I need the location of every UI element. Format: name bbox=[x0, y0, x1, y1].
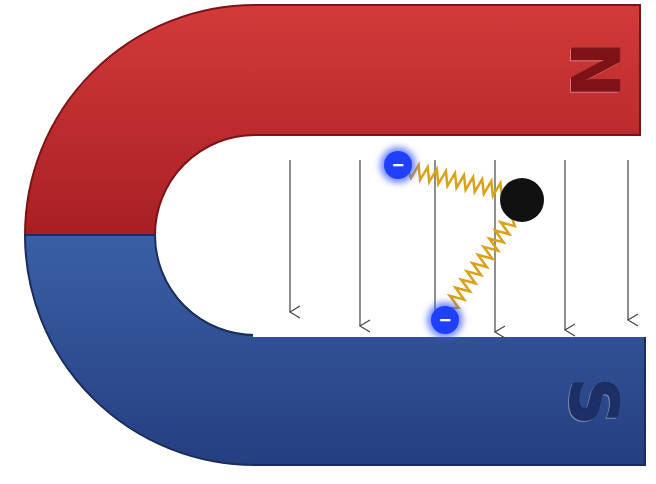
field-lines bbox=[290, 160, 628, 332]
spring bbox=[408, 165, 508, 198]
pole-letter: N bbox=[559, 42, 625, 97]
negative-charge: − bbox=[431, 306, 459, 334]
charge-sign: − bbox=[392, 155, 404, 175]
atom-nucleus bbox=[500, 178, 544, 222]
field-panel bbox=[253, 139, 656, 337]
charge-sign: − bbox=[439, 310, 451, 330]
springs bbox=[408, 165, 515, 308]
spring bbox=[450, 218, 515, 308]
pole-letter: S bbox=[559, 378, 625, 426]
negative-charge: − bbox=[384, 151, 412, 179]
